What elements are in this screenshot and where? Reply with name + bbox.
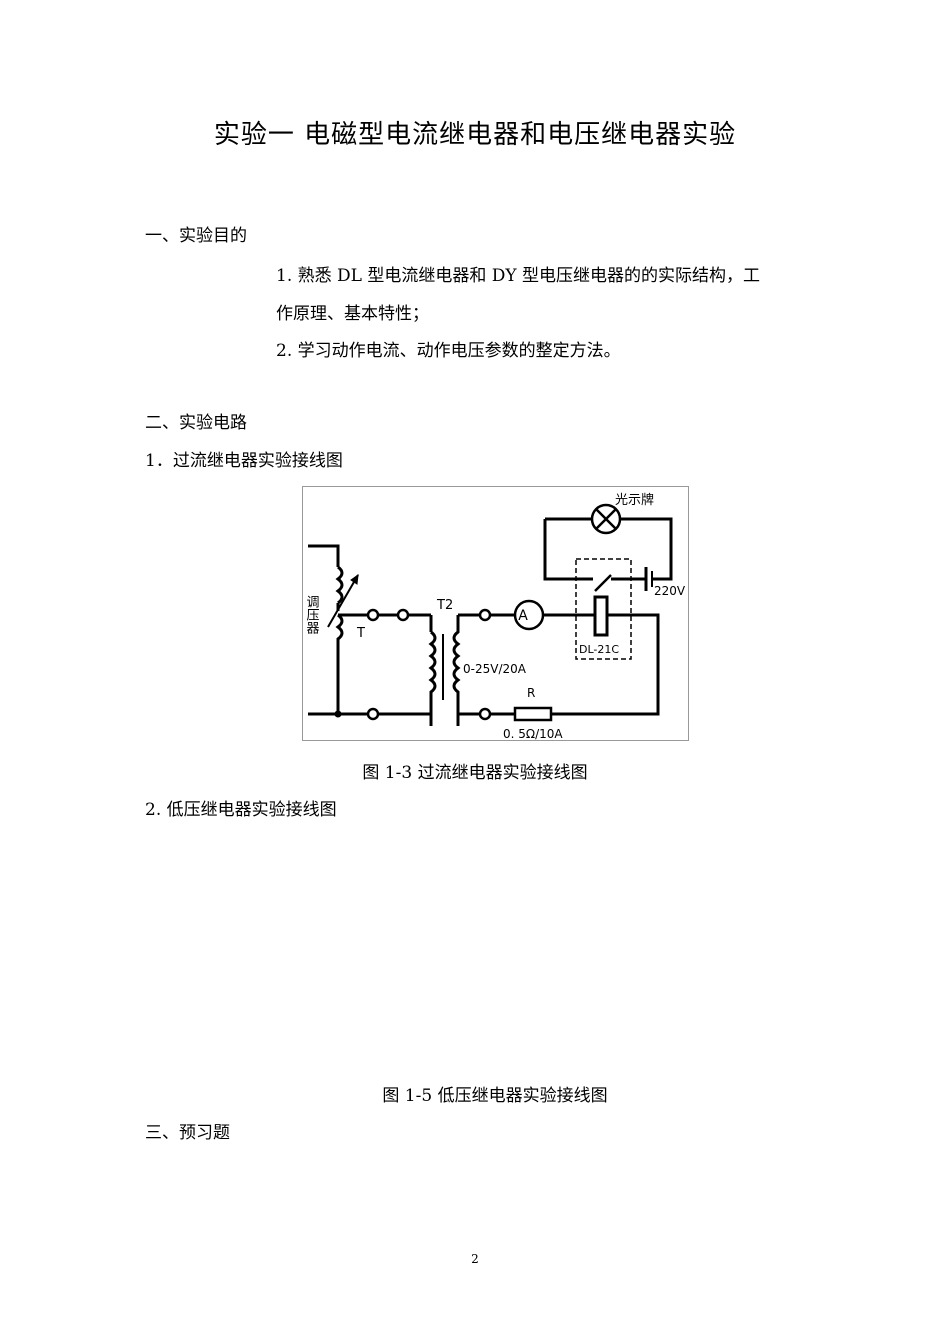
section-heading: 三、预习题 bbox=[145, 1123, 230, 1143]
ammeter-label: A bbox=[518, 608, 528, 624]
subheading: 1．过流继电器实验接线图 bbox=[145, 451, 343, 471]
paragraph: 作原理、基本特性； bbox=[276, 304, 429, 324]
transformer-label: 0-25V/20A bbox=[463, 662, 527, 676]
r-label: R bbox=[527, 686, 535, 700]
t-label: T bbox=[356, 626, 365, 641]
voltage-label: 220V bbox=[654, 584, 686, 598]
regulator-coil bbox=[335, 565, 344, 605]
subheading: 2. 低压继电器实验接线图 bbox=[145, 800, 337, 820]
page-title: 实验一 电磁型电流继电器和电压继电器实验 bbox=[213, 120, 737, 150]
section-heading: 二、实验电路 bbox=[145, 413, 247, 433]
figure-caption: 图 1-5 低压继电器实验接线图 bbox=[382, 1086, 608, 1106]
circuit-diagram: 光示牌 220V 调压器 T T2 A DL-21C 0-25V/20A R 0… bbox=[302, 486, 689, 741]
t2-label: T2 bbox=[436, 598, 453, 613]
paragraph: 2. 学习动作电流、动作电压参数的整定方法。 bbox=[276, 341, 621, 361]
ammeter-symbol bbox=[513, 599, 545, 631]
figure-caption: 图 1-3 过流继电器实验接线图 bbox=[362, 763, 588, 783]
section-heading: 一、实验目的 bbox=[145, 226, 247, 246]
resistor-label: 0. 5Ω/10A bbox=[503, 727, 563, 740]
page-number: 2 bbox=[471, 1252, 479, 1266]
regulator-label: 调压器 bbox=[304, 595, 320, 635]
lamp-label: 光示牌 bbox=[615, 492, 654, 508]
paragraph: 1. 熟悉 DL 型电流继电器和 DY 型电压继电器的的实际结构，工 bbox=[276, 266, 761, 286]
relay-label: DL-21C bbox=[579, 643, 619, 656]
